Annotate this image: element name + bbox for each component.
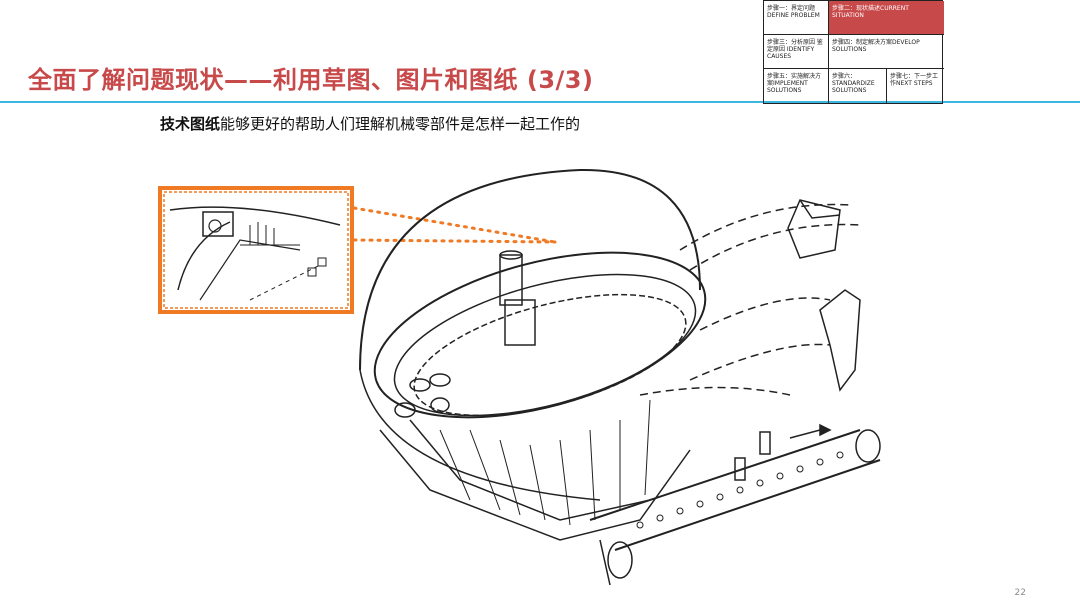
step-3-cell: 步骤三：分析原因 鉴定原因 IDENTIFY CAUSES	[764, 35, 829, 69]
step-5-cell: 步骤五：实施解决方案IMPLEMENT SOLUTIONS	[764, 69, 829, 103]
zoom-detail-box	[158, 186, 354, 314]
page-number: 22	[1014, 588, 1026, 598]
step-6-7-cell: 步骤六：STANDARDIZE SOLUTIONS 步骤七：下一步工作NEXT …	[829, 69, 944, 103]
step-6-cell: 步骤六：STANDARDIZE SOLUTIONS	[829, 69, 887, 103]
steps-table: 步骤一：界定问题 DEFINE PROBLEM 步骤二：现状描述CURRENT …	[763, 0, 944, 104]
step-7-cell: 步骤七：下一步工作NEXT STEPS	[890, 73, 939, 87]
step-1-cell: 步骤一：界定问题 DEFINE PROBLEM	[764, 1, 829, 35]
subtitle-rest: 能够更好的帮助人们理解机械零部件是怎样一起工作的	[220, 115, 581, 133]
zoom-connector-lines	[352, 206, 557, 244]
slide-subtitle: 技术图纸能够更好的帮助人们理解机械零部件是怎样一起工作的	[160, 113, 580, 134]
title-underline	[0, 101, 1080, 103]
machine-drawing	[359, 168, 881, 586]
slide-title: 全面了解问题现状——利用草图、图片和图纸 (3/3)	[28, 66, 594, 94]
subtitle-bold: 技术图纸	[160, 115, 221, 133]
step-2-cell-active: 步骤二：现状描述CURRENT SITUATION	[829, 1, 944, 35]
step-4-cell: 步骤四：制定解决方案DEVELOP SOLUTIONS	[829, 35, 944, 69]
